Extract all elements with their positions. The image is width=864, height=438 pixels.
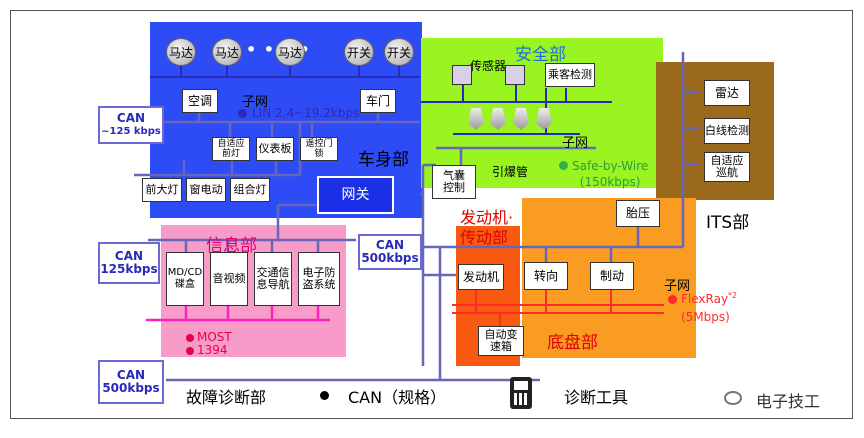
ieee1394-dot-icon [186,347,194,355]
can-box-diag: CAN 500kbps [98,360,164,404]
gateway-box[interactable]: 网关 [317,176,394,214]
squib-label: 引爆管 [492,165,529,179]
steering-box: 转向 [524,262,568,290]
safe-by-wire-dot-icon [559,161,568,170]
sensor-icon-1 [452,65,472,85]
safe-by-wire-label: Safe-by-Wire (150kbps) [572,159,649,189]
lin-label: LIN 2.4~19.2kbps [252,106,360,120]
flexray-label: FlexRay*2 [681,291,737,306]
sensor-label: 传感器 [470,59,507,73]
can-dot-icon [320,391,329,400]
squib-icon-1 [468,108,484,130]
flexray-speed-label: (5Mbps) [681,310,730,324]
diag-zone-label: 故障诊断部 [186,388,267,407]
navigation-box: 交通信 息导航 [254,252,292,306]
safety-zone-title: 安全部 [515,45,566,65]
can-box-body-line2: ~125 kbps [101,126,161,137]
squib-icon-3 [513,108,529,130]
lane-detect-box: 白线检测 [704,118,750,144]
can-box-powertrain-line1: CAN [375,238,405,252]
flexray-note: *2 [728,291,738,300]
squib-icon-4 [536,108,552,130]
door-box: 车门 [360,89,396,113]
cd-changer-box: MD/CD 碟盒 [166,252,204,306]
can-box-powertrain: CAN 500kbps [358,234,422,270]
can-box-info-line2: 125kbps [100,262,158,276]
can-box-powertrain-line2: 500kbps [361,251,419,265]
auto-transmission-box: 自动变 速箱 [478,326,524,356]
av-box: 音视频 [210,252,248,306]
can-box-diag-line1: CAN [116,368,146,382]
safety-subnet-label: 子网 [562,136,589,151]
meter-box: 仪表板 [256,137,294,161]
info-zone-title: 信息部 [206,236,257,256]
motor-3: 马达 [275,38,305,66]
can-box-info: CAN 125kbps [98,242,160,284]
most-dot-icon [186,334,194,342]
tire-pressure-box: 胎压 [616,200,660,227]
diag-tool-icon [510,377,532,409]
most-lines [146,306,330,322]
chassis-subnet-label: 子网 [664,279,691,294]
powertrain-zone-title: 发动机· 传动部 [460,208,514,247]
switch-1: 开关 [344,38,374,66]
lin-dot-icon [238,109,247,118]
combo-light-box: 组合灯 [230,178,270,202]
squib-icon-2 [490,108,506,130]
window-motor-box: 窗电动 [186,178,226,202]
remote-lock-box: 遥控门 锁 [300,137,338,161]
headlight-box: 前大灯 [142,178,182,202]
switch-2: 开关 [384,38,414,66]
chassis-zone-title: 底盘部 [547,333,598,353]
motor-2: 马达 [212,38,242,66]
flexray-dot-icon [668,295,677,304]
engine-box: 发动机 [458,264,504,290]
flexray-lines [452,290,664,326]
its-zone-title: ITS部 [706,213,750,233]
diag-tool-label: 诊断工具 [564,388,629,407]
can-box-body: CAN ~125 kbps [98,106,164,144]
ieee1394-label: 1394 [197,343,228,357]
brake-box: 制动 [590,262,634,290]
flexray-name: FlexRay [681,292,729,306]
radar-box: 雷达 [704,80,750,106]
most-label: MOST [197,330,232,344]
diag-tool-keys [514,393,528,405]
can-box-body-line1: CAN [116,111,146,125]
body-zone-title: 车身部 [358,150,409,170]
can-spec-label: CAN（规格） [348,388,447,407]
wechat-icon [724,391,742,405]
airbag-control-box: 气囊控制 [432,165,476,199]
diagram-frame [10,10,853,419]
diag-tool-screen [514,381,528,390]
body-subnet-label: 子网 [242,95,269,110]
anti-theft-box: 电子防 盗系统 [298,252,340,306]
watermark: 电子技工 [756,392,821,411]
can-box-info-line1: CAN [114,249,144,263]
can-box-diag-line2: 500kbps [102,381,160,395]
motor-1: 马达 [166,38,196,66]
acc-box: 自适应 巡航 [704,152,750,182]
sensor-icon-2 [505,65,525,85]
headlight-adapt-box: 自适应 前灯 [212,137,250,161]
aircon-box: 空调 [182,89,218,113]
passenger-detect-box: 乘客检测 [545,63,595,87]
